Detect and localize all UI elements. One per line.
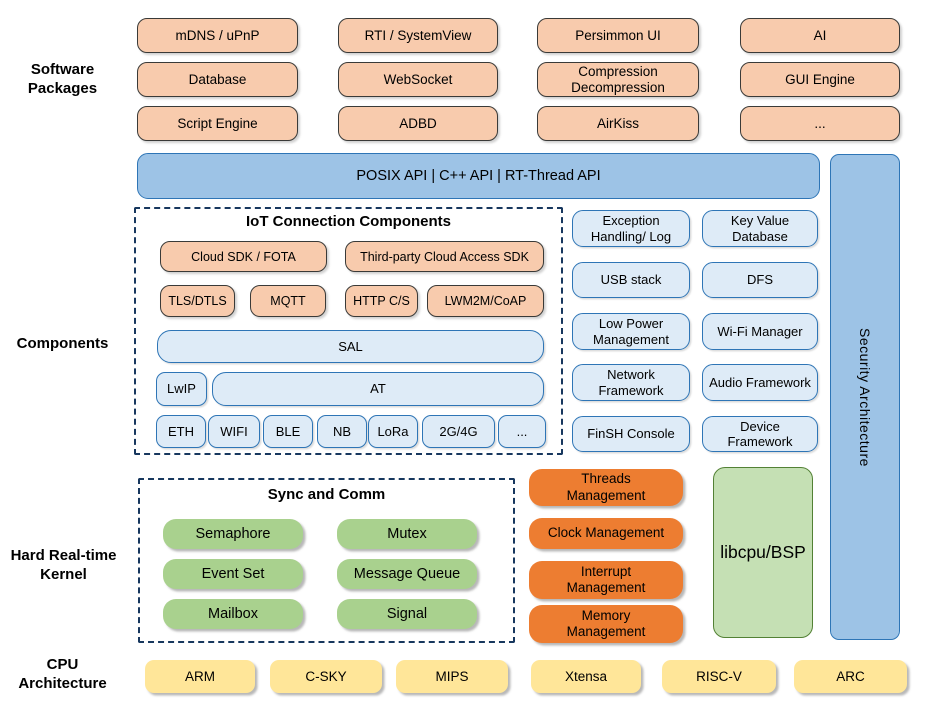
iot-tls-dtls: TLS/DTLS — [160, 285, 235, 317]
iot-link-ble: BLE — [263, 415, 313, 448]
package-script-engine: Script Engine — [137, 106, 298, 141]
sync-and-comm-title: Sync and Comm — [267, 486, 386, 503]
section-label-software-packages: Software Packages — [27, 61, 98, 97]
package-gui-engine: GUI Engine — [740, 62, 900, 97]
security-architecture-bar: Security Architecture — [830, 154, 900, 640]
kernel-mutex: Mutex — [337, 519, 477, 549]
kernel-signal: Signal — [337, 599, 477, 629]
kernel-event-set: Event Set — [163, 559, 303, 589]
package-ai: AI — [740, 18, 900, 53]
kernel-threads-management: Threads Management — [529, 469, 683, 506]
cpu-mips: MIPS — [396, 660, 508, 693]
package-adbd: ADBD — [338, 106, 498, 141]
component-key-value-db: Key Value Database — [702, 210, 818, 247]
section-label-kernel: Hard Real-time Kernel — [10, 547, 117, 583]
cpu-risc-v: RISC-V — [662, 660, 776, 693]
kernel-message-queue: Message Queue — [337, 559, 477, 589]
iot-cloud-sdk-fota: Cloud SDK / FOTA — [160, 241, 327, 272]
package-compression: Compression Decompression — [537, 62, 699, 97]
iot-lwip: LwIP — [156, 372, 207, 406]
api-layer-bar: POSIX API | C++ API | RT-Thread API — [137, 153, 820, 199]
package-more: ... — [740, 106, 900, 141]
package-persimmon-ui: Persimmon UI — [537, 18, 699, 53]
package-rti-systemview: RTI / SystemView — [338, 18, 498, 53]
package-airkiss: AirKiss — [537, 106, 699, 141]
package-database: Database — [137, 62, 298, 97]
kernel-memory-management: Memory Management — [529, 605, 683, 643]
iot-thirdparty-cloud-sdk: Third-party Cloud Access SDK — [345, 241, 544, 272]
iot-connection-title: IoT Connection Components — [246, 213, 451, 230]
section-label-components: Components — [16, 335, 109, 352]
cpu-c-sky: C-SKY — [270, 660, 382, 693]
sync-and-comm-group — [138, 478, 515, 643]
iot-mqtt: MQTT — [250, 285, 326, 317]
iot-link-2g4g: 2G/4G — [422, 415, 495, 448]
cpu-xtensa: Xtensa — [531, 660, 641, 693]
iot-connection-group — [134, 207, 563, 455]
kernel-interrupt-management: Interrupt Management — [529, 561, 683, 599]
security-architecture-label: Security Architecture — [857, 327, 873, 467]
kernel-mailbox: Mailbox — [163, 599, 303, 629]
package-websocket: WebSocket — [338, 62, 498, 97]
component-low-power: Low Power Management — [572, 313, 690, 350]
component-wifi-manager: Wi-Fi Manager — [702, 313, 818, 350]
iot-http-cs: HTTP C/S — [345, 285, 418, 317]
iot-lwm2m-coap: LWM2M/CoAP — [427, 285, 544, 317]
iot-link-eth: ETH — [156, 415, 206, 448]
component-device-framework: Device Framework — [702, 416, 818, 452]
kernel-semaphore: Semaphore — [163, 519, 303, 549]
component-dfs: DFS — [702, 262, 818, 298]
component-usb-stack: USB stack — [572, 262, 690, 298]
iot-sal-layer: SAL — [157, 330, 544, 363]
component-audio-framework: Audio Framework — [702, 364, 818, 401]
iot-at-layer: AT — [212, 372, 544, 406]
cpu-arm: ARM — [145, 660, 255, 693]
package-mdns-upnp: mDNS / uPnP — [137, 18, 298, 53]
iot-link-nb: NB — [317, 415, 367, 448]
kernel-clock-management: Clock Management — [529, 518, 683, 549]
section-label-cpu: CPU Architecture — [18, 656, 107, 692]
iot-link-wifi: WIFI — [208, 415, 260, 448]
component-exception-handling: Exception Handling/ Log — [572, 210, 690, 247]
component-network-framework: Network Framework — [572, 364, 690, 401]
libcpu-bsp-box: libcpu/BSP — [713, 467, 813, 638]
iot-link-lora: LoRa — [368, 415, 418, 448]
component-finsh-console: FinSH Console — [572, 416, 690, 452]
cpu-arc: ARC — [794, 660, 907, 693]
iot-link-more: ... — [498, 415, 546, 448]
